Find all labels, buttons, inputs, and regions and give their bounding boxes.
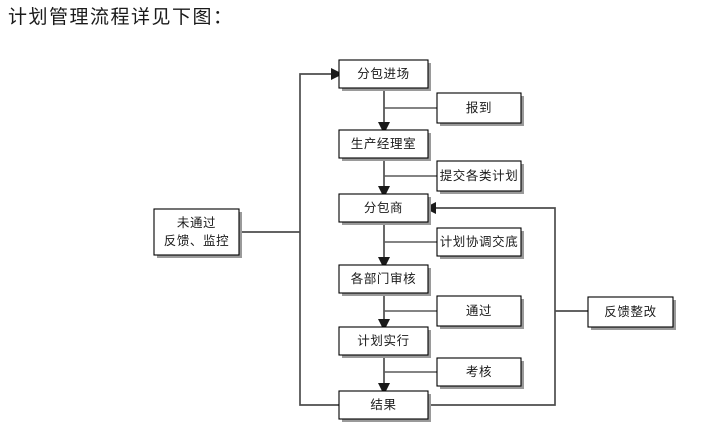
node-label: 考核 [466, 365, 492, 379]
node-label-line1: 未通过 [177, 216, 216, 230]
arrowhead-n3-n4 [378, 257, 390, 269]
node-label: 反馈整改 [604, 304, 656, 319]
edge-result-to-sub-right-loop [428, 207, 556, 406]
note-plan-coordination-briefing[interactable]: 计划协调交底 [436, 227, 524, 259]
node-label: 分包商 [364, 200, 403, 215]
node-feedback-rectification[interactable]: 反馈整改 [587, 296, 676, 330]
node-rect [436, 92, 522, 124]
node-rect [338, 59, 429, 89]
note-submit-plans[interactable]: 提交各类计划 [436, 160, 524, 194]
node-result[interactable]: 结果 [338, 390, 431, 422]
note-assessment[interactable]: 考核 [436, 357, 524, 389]
node-label: 报到 [466, 100, 492, 115]
node-department-review[interactable]: 各部门审核 [338, 264, 431, 296]
node-rect [338, 326, 429, 356]
node-production-manager-office[interactable]: 生产经理室 [338, 129, 431, 161]
arrowhead-n4-n5 [378, 319, 390, 331]
note-approved[interactable]: 通过 [436, 295, 524, 329]
node-rect [338, 264, 429, 294]
node-rect [436, 295, 522, 327]
node-label: 各部门审核 [351, 271, 417, 286]
arrowhead-n5-n6 [378, 383, 390, 395]
node-label: 计划协调交底 [440, 234, 519, 249]
node-rect [338, 129, 429, 159]
node-plan-execution[interactable]: 计划实行 [338, 326, 431, 358]
node-label-line2: 反馈、监控 [164, 234, 230, 248]
flowchart-canvas: 分包进场 报到 生产经理室 提交各类计划 分包商 [0, 40, 711, 428]
node-rect [436, 160, 522, 192]
flowchart-svg: 分包进场 报到 生产经理室 提交各类计划 分包商 [153, 59, 676, 422]
node-subcontractor[interactable]: 分包商 [338, 193, 431, 225]
node-subcontractor-entry[interactable]: 分包进场 [338, 59, 431, 91]
node-label: 通过 [466, 304, 492, 318]
node-rect [436, 227, 522, 257]
note-check-in[interactable]: 报到 [436, 92, 524, 126]
node-label: 提交各类计划 [440, 168, 519, 183]
page-title: 计划管理流程详见下图： [8, 7, 234, 28]
node-rect [153, 208, 240, 256]
arrowhead-into-entry [331, 68, 343, 80]
node-label: 计划实行 [357, 333, 409, 348]
node-rect [338, 193, 429, 223]
connector-layer [239, 68, 588, 406]
node-rect [338, 390, 429, 420]
node-not-approved-feedback-monitor[interactable]: 未通过 反馈、监控 [153, 208, 242, 258]
node-label: 结果 [370, 398, 396, 412]
node-label: 生产经理室 [351, 136, 417, 151]
node-label: 分包进场 [357, 67, 409, 81]
edge-result-to-entry-left-loop [299, 73, 339, 406]
node-rect [436, 357, 522, 387]
arrowhead-n2-n3 [378, 186, 390, 198]
arrowhead-n1-n2 [378, 122, 390, 134]
node-rect [587, 296, 674, 328]
